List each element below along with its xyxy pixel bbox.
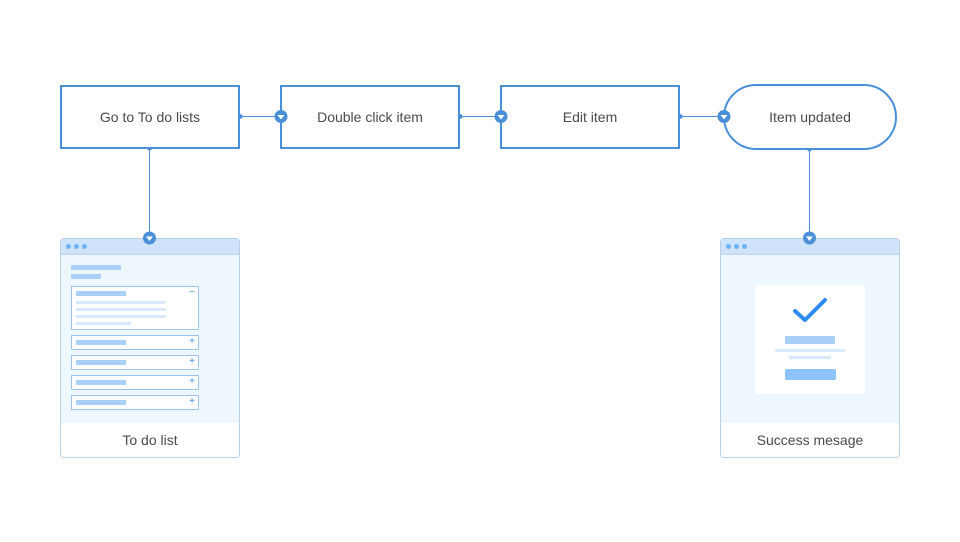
arrow-marker-icon <box>803 231 816 245</box>
success-preview <box>721 255 899 423</box>
todo-item-collapsed: + <box>71 355 199 370</box>
item-title-placeholder <box>76 400 126 405</box>
window-dot-icon <box>742 244 747 249</box>
item-text-placeholder <box>76 308 166 311</box>
success-text-placeholder <box>775 349 845 352</box>
checkmark-icon <box>793 298 827 322</box>
window-dot-icon <box>726 244 731 249</box>
window-dot-icon <box>66 244 71 249</box>
window-title-bar <box>61 239 239 255</box>
step-label: Double click item <box>317 109 423 125</box>
arrow-marker-icon <box>494 110 508 123</box>
todo-item-expanded: − <box>71 286 199 330</box>
window-dot-icon <box>734 244 739 249</box>
item-text-placeholder <box>76 315 166 318</box>
screen-caption: To do list <box>61 423 239 457</box>
expand-icon: + <box>189 336 195 347</box>
subheading-placeholder <box>71 274 101 279</box>
step-label: Item updated <box>769 109 851 125</box>
step-go-to-todo-lists: Go to To do lists <box>60 85 240 149</box>
collapse-icon: − <box>189 287 195 298</box>
todo-item-collapsed: + <box>71 395 199 410</box>
screen-caption: Success mesage <box>721 423 899 457</box>
expand-icon: + <box>189 376 195 387</box>
item-title-placeholder <box>76 380 126 385</box>
expand-icon: + <box>189 356 195 367</box>
item-text-placeholder <box>76 301 166 304</box>
success-button-placeholder <box>785 369 836 380</box>
step-edit-item: Edit item <box>500 85 680 149</box>
success-message-screen: Success mesage <box>720 238 900 458</box>
success-card <box>755 285 865 394</box>
item-text-placeholder <box>76 322 131 325</box>
item-title-placeholder <box>76 360 126 365</box>
todo-item-collapsed: + <box>71 335 199 350</box>
item-title-placeholder <box>76 291 126 296</box>
arrow-marker-icon <box>274 110 288 123</box>
arrow-marker-icon <box>717 110 731 123</box>
success-text-placeholder <box>789 356 831 359</box>
item-title-placeholder <box>76 340 126 345</box>
step-label: Edit item <box>562 109 618 125</box>
heading-placeholder <box>71 265 121 270</box>
window-dot-icon <box>74 244 79 249</box>
window-dot-icon <box>82 244 87 249</box>
expand-icon: + <box>189 396 195 407</box>
success-title-placeholder <box>785 336 835 344</box>
todo-item-collapsed: + <box>71 375 199 390</box>
todo-list-preview: − + + + + <box>61 255 239 423</box>
window-title-bar <box>721 239 899 255</box>
arrow-marker-icon <box>143 231 156 245</box>
step-item-updated: Item updated <box>723 84 897 150</box>
step-double-click-item: Double click item <box>280 85 460 149</box>
step-label: Go to To do lists <box>99 109 201 125</box>
todo-list-screen: − + + + + To do list <box>60 238 240 458</box>
